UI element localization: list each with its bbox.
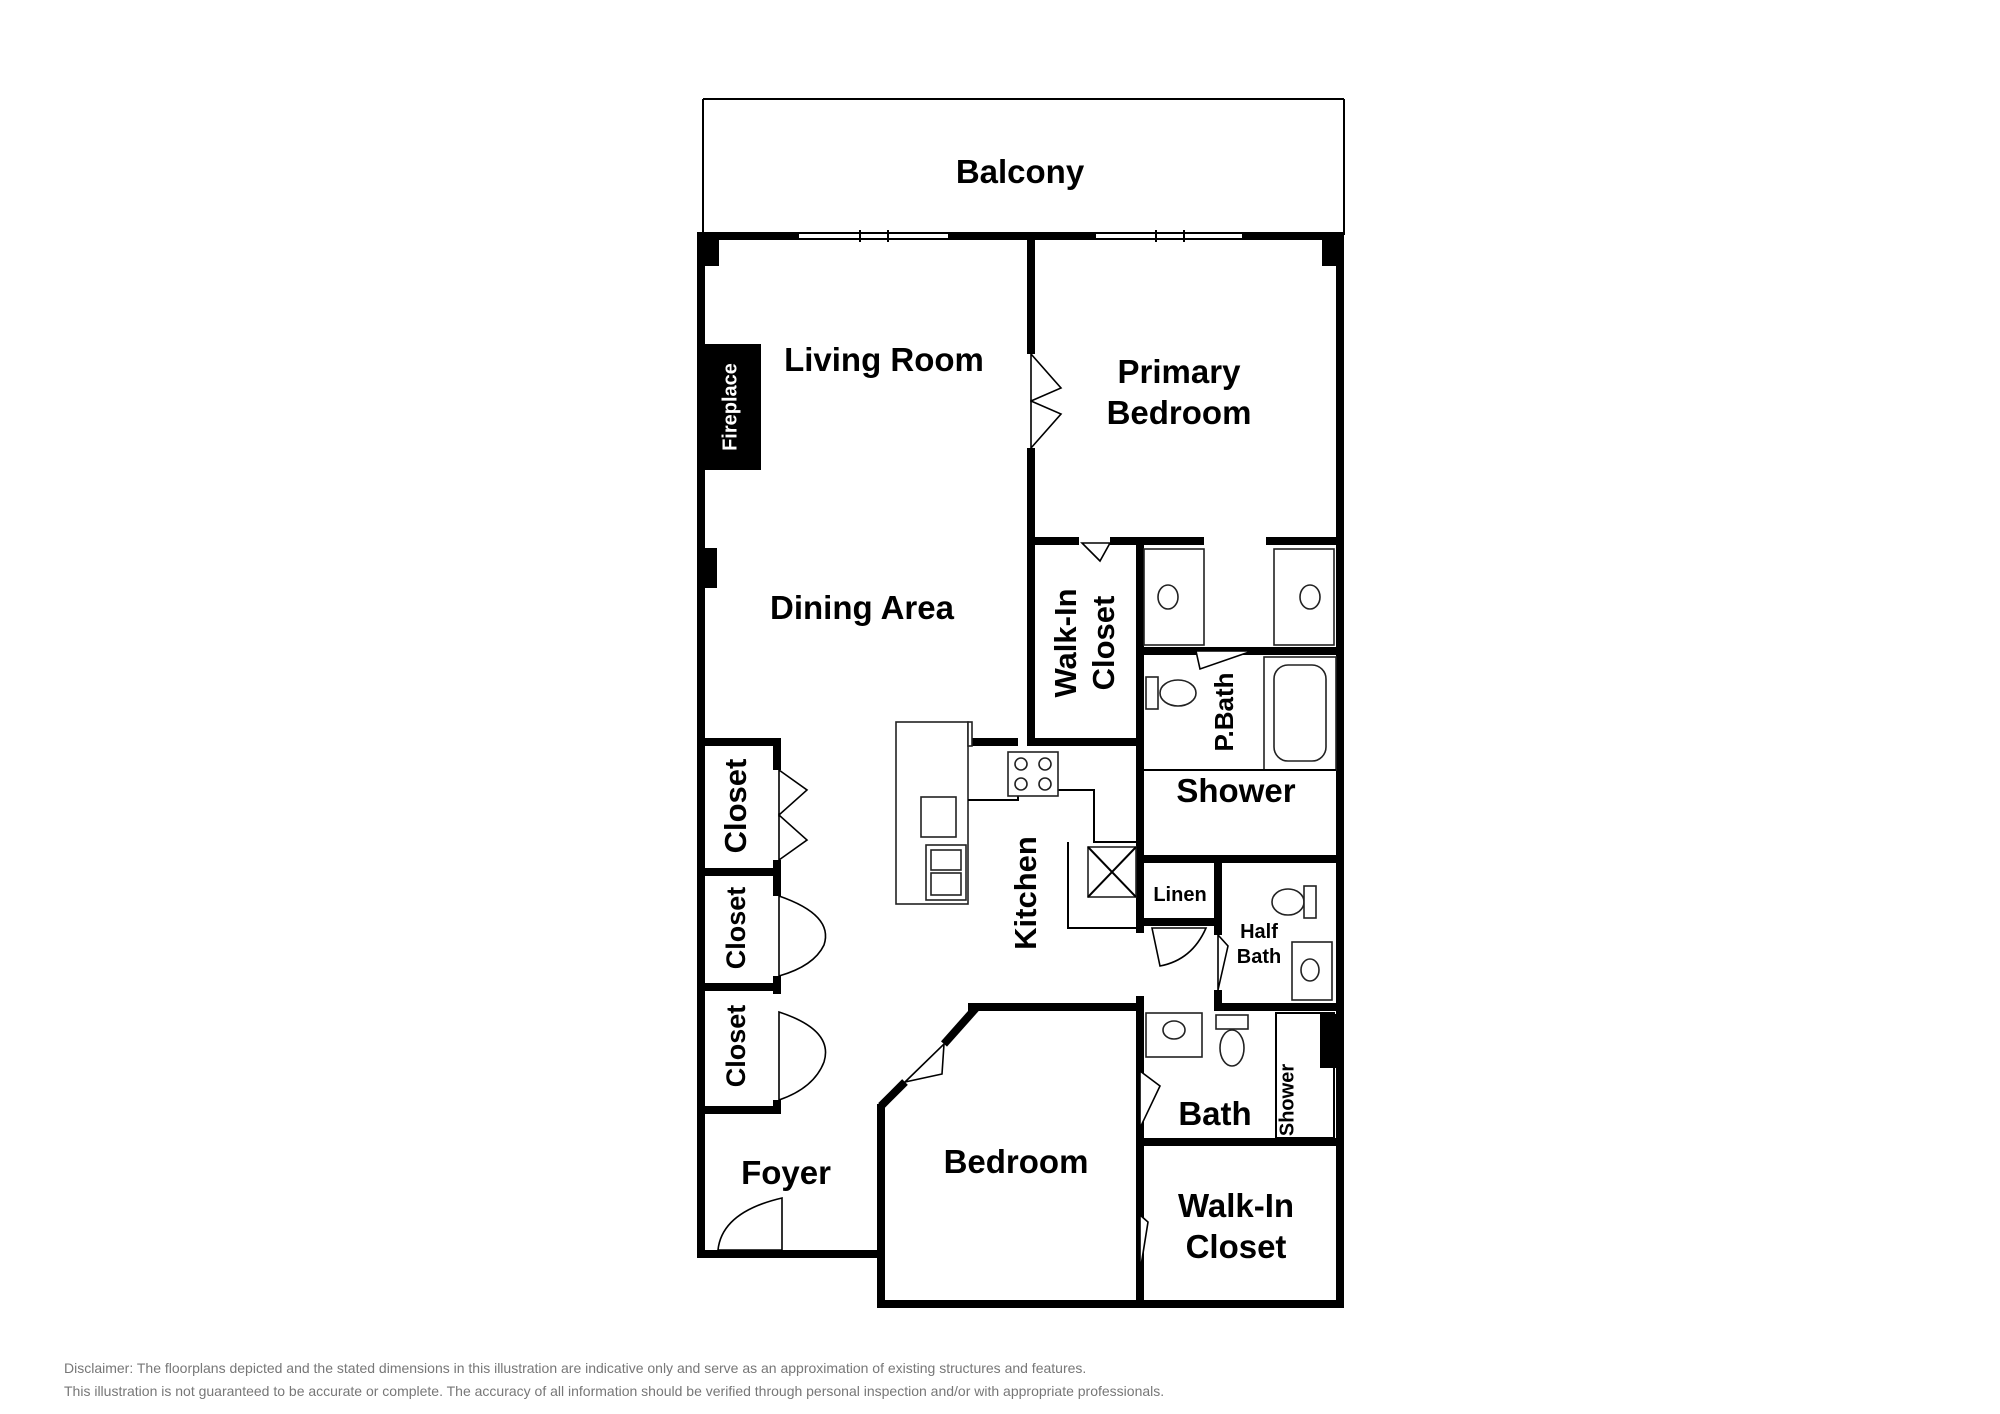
bedroom-label: Bedroom	[944, 1143, 1089, 1180]
closet-2-door	[778, 894, 827, 978]
half-bath-label-line2: Bath	[1237, 946, 1281, 968]
foyer-entry-door	[717, 1196, 783, 1251]
half-bath-label-line1: Half	[1240, 921, 1278, 943]
bath-label: Bath	[1178, 1095, 1251, 1132]
primary-bedroom-double-door	[1030, 351, 1063, 451]
disclaimer-line1: Disclaimer: The floorplans depicted and …	[64, 1360, 1087, 1376]
shower-stall	[1275, 1012, 1335, 1139]
walk-in-closet-2-door	[1139, 1213, 1149, 1273]
foyer-label: Foyer	[741, 1154, 831, 1191]
kitchen-island	[895, 721, 973, 905]
sliding-door-bedroom	[1096, 230, 1242, 242]
stove	[1007, 751, 1059, 797]
balcony-outline	[702, 98, 1345, 235]
bedroom-door	[902, 1041, 945, 1084]
bedroom-diagonal-wall	[878, 1005, 979, 1109]
pbath-door	[1195, 650, 1253, 671]
closet-3-door	[778, 1010, 827, 1102]
vanity-sink-left	[1143, 548, 1205, 646]
walk-in-closet-1-label-line2: Closet	[1086, 596, 1121, 691]
vanity-sink-right	[1273, 548, 1335, 646]
living-room-label: Living Room	[784, 341, 984, 378]
primary-bedroom-label-line1: Primary	[1118, 353, 1242, 390]
walk-in-closet-1-label-line1: Walk-In	[1048, 588, 1083, 697]
dining-area-label: Dining Area	[770, 589, 955, 626]
toilet-bath	[1215, 1014, 1249, 1067]
closet-1-double-door	[778, 768, 809, 862]
bathtub	[1263, 656, 1337, 771]
linen-label: Linen	[1153, 884, 1206, 906]
disclaimer-line2: This illustration is not guaranteed to b…	[64, 1383, 1165, 1399]
balcony-label: Balcony	[956, 153, 1085, 190]
kitchen-counter	[968, 789, 1137, 929]
half-bath-door	[1217, 932, 1229, 991]
walk-in-closet-2-label-line1: Walk-In	[1178, 1187, 1294, 1224]
shower-2-label: Shower	[1276, 1064, 1298, 1136]
sink-half-bath	[1291, 941, 1333, 1001]
toilet-half-bath	[1271, 885, 1317, 919]
bath-door	[1139, 1069, 1162, 1129]
toilet-pbath	[1145, 676, 1197, 710]
walk-in-closet-2-label-line2: Closet	[1186, 1228, 1287, 1265]
linen-door	[1151, 927, 1208, 967]
dishwasher	[920, 796, 957, 838]
fireplace	[701, 344, 761, 470]
closet-1-label: Closet	[718, 759, 753, 854]
kitchen-label: Kitchen	[1008, 836, 1043, 950]
sliding-door-living	[799, 230, 948, 242]
closet-3-label: Closet	[721, 1005, 751, 1088]
walk-in-closet-1-door	[1080, 542, 1112, 563]
primary-bath-label: P.Bath	[1209, 673, 1239, 752]
sink-bath	[1145, 1012, 1203, 1058]
primary-bedroom-label-line2: Bedroom	[1107, 394, 1252, 431]
shower-1-label: Shower	[1176, 772, 1295, 809]
fireplace-label: Fireplace	[719, 363, 741, 451]
closet-2-label: Closet	[721, 887, 751, 970]
